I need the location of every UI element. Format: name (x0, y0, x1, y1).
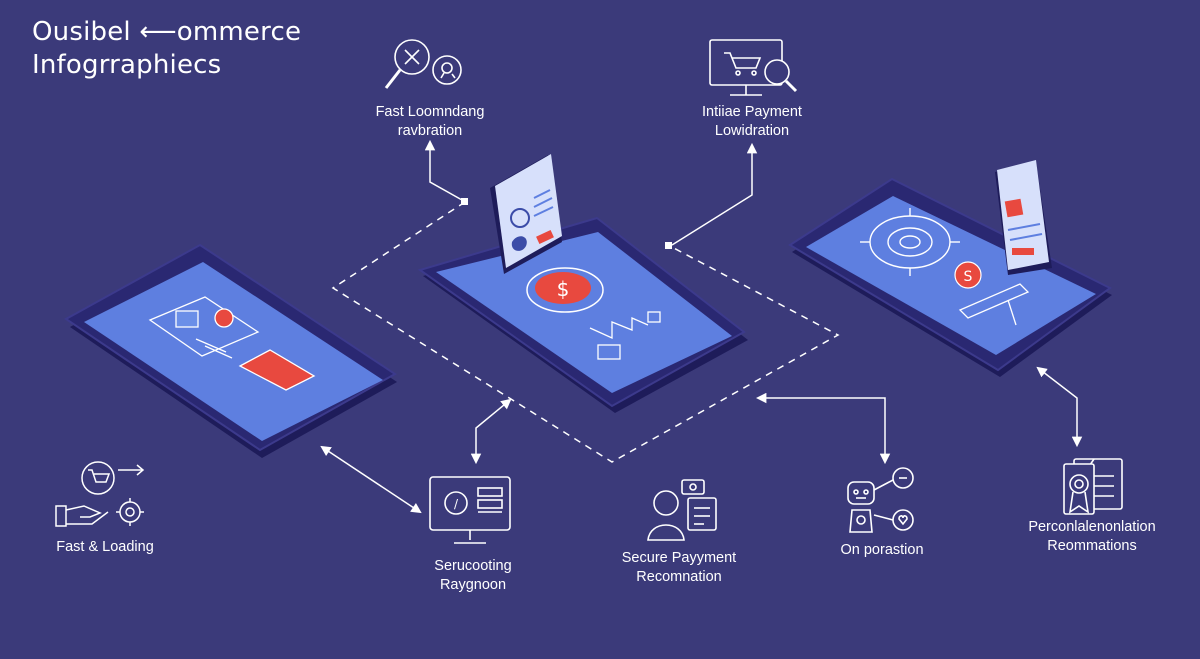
arrow-center (470, 398, 512, 465)
label-top-right-line-2: Lowidration (714, 123, 790, 139)
connector-node (665, 242, 672, 249)
label-left-line-1: Fast & Loading (56, 539, 154, 555)
arrow-center-right (755, 392, 891, 465)
svg-text:$: $ (557, 277, 570, 301)
arrow-top-center (424, 139, 463, 201)
search-magnifier-icon (384, 39, 462, 89)
arrow-top-right (671, 142, 758, 246)
label-top-right: Intiiae Payment Lowidration (672, 103, 832, 141)
phone-center: $ (417, 154, 748, 413)
dashed-flow-path (331, 201, 840, 463)
label-center-line-2: Raygnoon (439, 577, 507, 593)
label-center-right-line-1: Secure Payyment (621, 550, 737, 566)
monitor-code-icon: / (429, 476, 511, 544)
label-top-center-line-1: Fast Loomndang (375, 104, 485, 120)
label-right-line-1: On porastion (840, 542, 924, 558)
arrow-left-center (320, 445, 422, 514)
payment-coin-icon: $ (526, 267, 604, 313)
title-line-2: Infogrraphiecs (32, 50, 222, 80)
title-line-1: Ousibel ⟵ommerce (32, 17, 302, 47)
label-center: Serucooting Raygnoon (393, 557, 553, 595)
label-left: Fast & Loading (30, 538, 180, 557)
connector-node (461, 198, 468, 205)
cart-hand-gear-icon (55, 461, 145, 527)
label-far-right-line-1: Perconlalenonlation (1028, 519, 1156, 535)
user-profile-icon (647, 479, 717, 541)
label-center-right: Secure Payyment Recomnation (594, 549, 764, 587)
label-center-right-line-2: Recomnation (636, 569, 722, 585)
page-title: Ousibel ⟵ommerce Infogrraphiecs (32, 16, 301, 82)
phone-left (64, 243, 397, 458)
svg-text:S: S (964, 269, 973, 285)
label-top-right-line-1: Intiiae Payment (702, 104, 802, 120)
floating-product-card (995, 160, 1052, 275)
label-center-line-1: Serucooting (434, 558, 512, 574)
label-far-right: Perconlalenonlation Reommations (1002, 518, 1182, 556)
svg-text:/: / (454, 497, 459, 511)
floating-product-card (490, 154, 562, 274)
label-far-right-line-2: Reommations (1047, 538, 1137, 554)
robot-assistant-icon (847, 467, 914, 533)
gear-settings-icon (860, 208, 960, 276)
product-card-icon (148, 296, 316, 391)
label-top-center-line-2: ravbration (397, 123, 463, 139)
label-top-center: Fast Loomndang ravbration (350, 103, 510, 141)
monitor-cart-icon (709, 39, 798, 96)
arrow-far-right (1036, 366, 1083, 448)
certificate-document-icon (1063, 458, 1123, 515)
phone-right: S (788, 160, 1112, 377)
label-right: On porastion (812, 541, 952, 560)
